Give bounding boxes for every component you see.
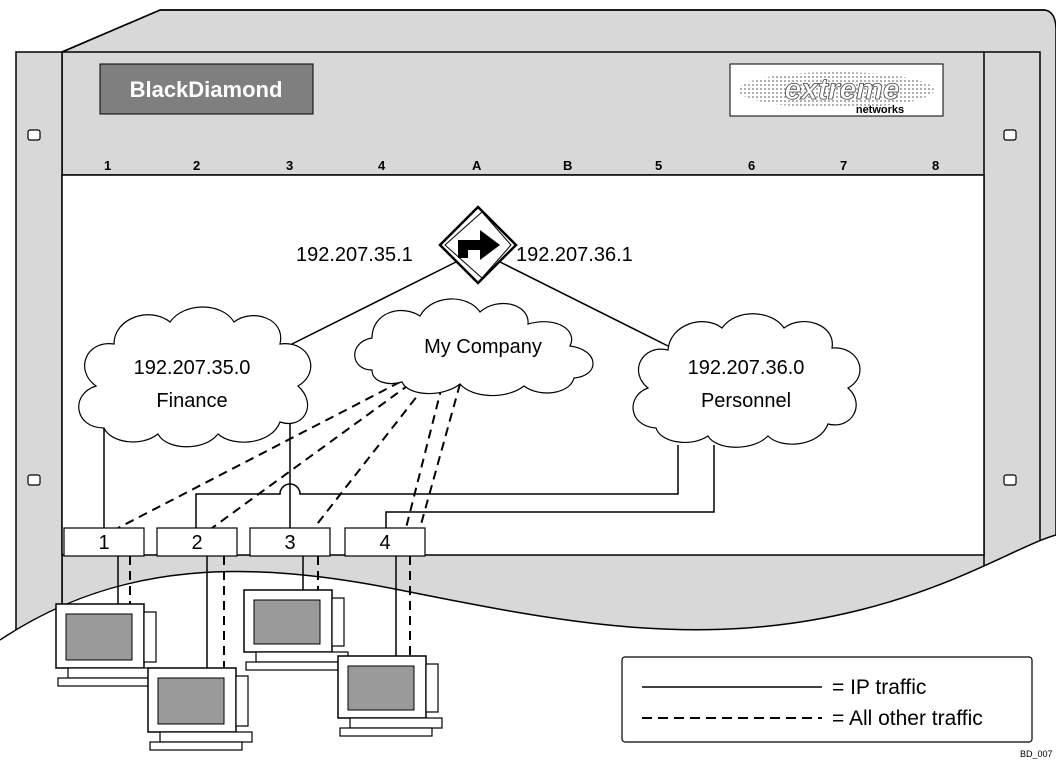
legend: = IP traffic = All other traffic — [621, 656, 1033, 743]
router-arrow-icon — [458, 230, 500, 260]
company-cloud-label: My Company — [424, 336, 542, 358]
other-traffic-lines — [117, 381, 461, 529]
slot-label: 3 — [286, 158, 293, 173]
rack-hole — [1003, 474, 1017, 486]
slot-labels: 1 2 3 4 A B 5 6 7 8 — [104, 158, 939, 173]
port-3[interactable]: 3 — [249, 527, 331, 557]
slot-label: 7 — [840, 158, 847, 173]
slot-label: A — [472, 158, 482, 173]
slot-label: 8 — [932, 158, 939, 173]
ip-traffic-lines — [103, 261, 715, 528]
port-cables — [117, 556, 411, 668]
left-rack-ear — [15, 51, 63, 643]
computer-4 — [337, 655, 443, 737]
right-rack-ear — [983, 51, 1041, 643]
slot-label: 6 — [748, 158, 755, 173]
port-1[interactable]: 1 — [63, 527, 145, 557]
svg-text:BlackDiamond: BlackDiamond — [130, 77, 283, 102]
svg-text:4: 4 — [379, 532, 390, 554]
rack-hole — [27, 474, 41, 486]
svg-text:2: 2 — [191, 532, 202, 554]
finance-network: 192.207.35.0 — [134, 357, 251, 379]
slot-label: 5 — [655, 158, 662, 173]
cloud-my-company[interactable]: My Company — [354, 298, 594, 397]
cutaway-curve — [0, 534, 1056, 641]
blackdiamond-logo: BlackDiamond — [99, 63, 314, 115]
slot-label: 2 — [193, 158, 200, 173]
rack-hole — [27, 129, 41, 141]
router[interactable] — [438, 205, 518, 285]
finance-name: Finance — [156, 390, 227, 412]
router-right-ip: 192.207.36.1 — [516, 244, 633, 266]
slot-label: 4 — [378, 158, 386, 173]
ports: 1 2 3 4 — [63, 527, 426, 557]
svg-text:3: 3 — [284, 532, 295, 554]
svg-text:1: 1 — [98, 532, 109, 554]
personnel-network: 192.207.36.0 — [688, 357, 805, 379]
legend-ip-traffic: = IP traffic — [832, 676, 926, 699]
figure-id: BD_007 — [1020, 749, 1053, 759]
computer-2 — [147, 667, 253, 751]
rack-hole — [1003, 129, 1017, 141]
port-4[interactable]: 4 — [344, 527, 426, 557]
computer-1 — [55, 603, 161, 687]
slot-label: B — [563, 158, 572, 173]
legend-other-traffic: = All other traffic — [832, 707, 983, 730]
router-left-ip: 192.207.35.1 — [296, 244, 413, 266]
cloud-personnel[interactable]: 192.207.36.0 Personnel — [632, 313, 861, 448]
cloud-finance[interactable]: 192.207.35.0 Finance — [78, 306, 312, 448]
personnel-name: Personnel — [701, 390, 791, 412]
computer-3 — [243, 589, 349, 671]
svg-text:extreme: extreme — [784, 73, 899, 106]
slot-label: 1 — [104, 158, 111, 173]
extreme-networks-logo: extreme networks — [729, 63, 944, 117]
port-2[interactable]: 2 — [156, 527, 238, 557]
svg-text:networks: networks — [856, 104, 904, 116]
